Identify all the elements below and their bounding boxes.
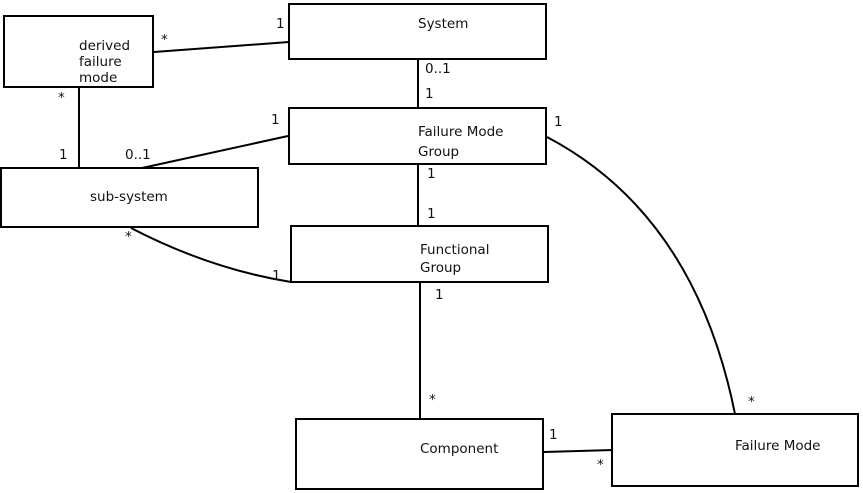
multiplicity-component-failuremode-at-failuremode: * [597,457,604,473]
multiplicity-subsystem-funcgroup-at-funcgroup: 1 [272,268,281,284]
node-label-failure-mode: Failure Mode [735,438,821,454]
multiplicity-system-fmgroup-at-group: 1 [425,86,434,102]
node-failure-mode-group [288,107,547,165]
edge-failure-mode-group-failure-mode [546,136,736,415]
node-derived-failure-mode [3,15,154,88]
node-label-functional-group: Functional Group [420,242,490,276]
multiplicity-funcgroup-component-at-component: * [429,392,436,408]
edge-system-derived-failure-mode [153,41,290,53]
node-label-component: Component [420,441,499,457]
multiplicity-subsystem-funcgroup-at-subsystem: * [125,229,132,245]
multiplicity-component-failuremode-at-component: 1 [549,427,558,443]
node-label-failure-mode-group: Failure Mode Group [418,124,504,160]
node-failure-mode [611,413,859,487]
node-system [288,3,547,60]
edge-failure-mode-group-sub-system [141,135,289,169]
node-label-sub-system: sub-system [90,189,168,205]
node-sub-system [0,167,259,228]
multiplicity-derived-subsystem-at-subsystem: 1 [59,147,68,163]
multiplicity-fmgroup-subsystem-at-subsystem: 0..1 [125,147,151,163]
multiplicity-funcgroup-component-at-funcgroup: 1 [435,287,444,303]
multiplicity-system-derived-at-derived: * [161,32,168,48]
multiplicity-fmgroup-subsystem-at-group: 1 [271,112,280,128]
multiplicity-derived-subsystem-at-derived: * [58,90,65,106]
node-functional-group [290,225,549,283]
node-label-derived-failure-mode: derived failure mode [79,38,131,86]
multiplicity-fmgroup-failuremode-at-failuremode: * [748,394,755,410]
node-component [295,418,544,490]
multiplicity-fmgroup-funcgroup-at-funcgroup: 1 [427,206,436,222]
node-label-system: System [418,16,469,32]
multiplicity-system-derived-at-system: 1 [276,16,285,32]
edge-sub-system-functional-group [130,227,292,283]
multiplicity-fmgroup-failuremode-at-group: 1 [554,114,563,130]
multiplicity-fmgroup-funcgroup-at-group: 1 [427,166,436,182]
multiplicity-system-fmgroup-at-system: 0..1 [425,61,451,77]
edge-component-failure-mode [543,449,614,453]
